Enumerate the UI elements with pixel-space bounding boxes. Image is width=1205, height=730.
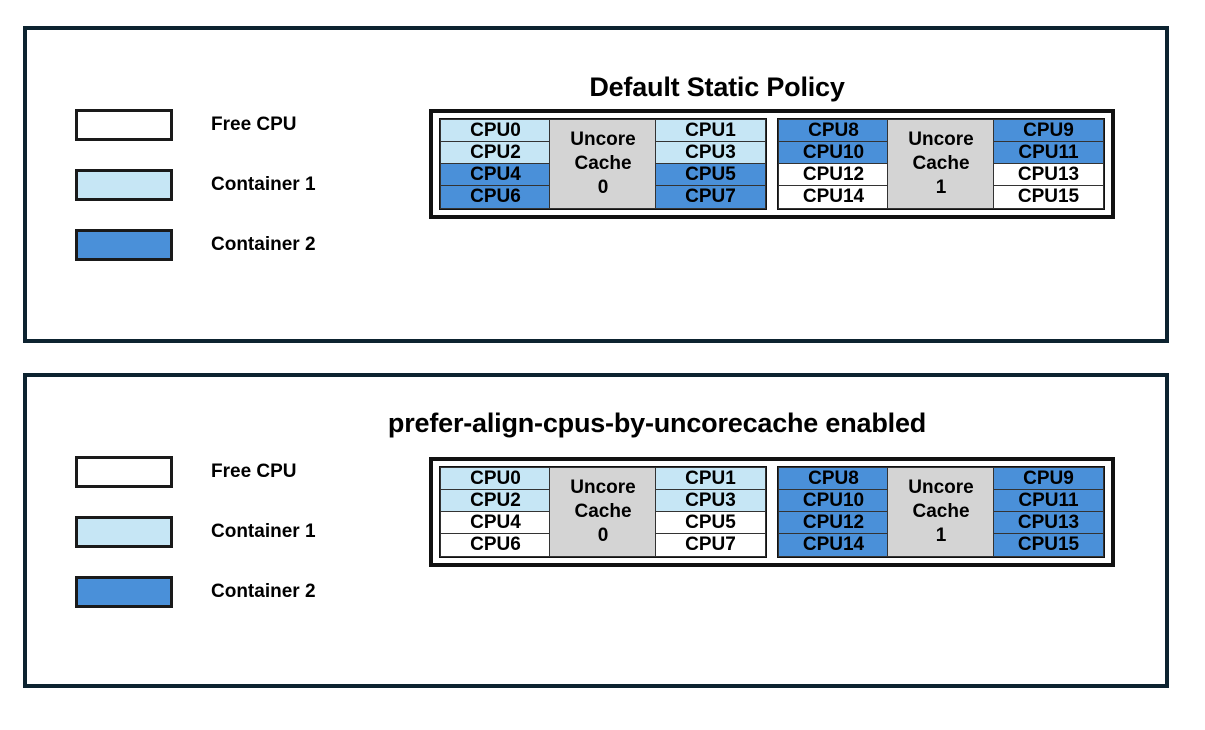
legend-swatch-container-2 [75, 576, 173, 608]
cpu-cell: CPU13 [993, 163, 1104, 187]
uncore-cache-group-0: CPU0 CPU2 CPU4 CPU6 Uncore Cache 0 CPU1 … [439, 466, 767, 558]
legend-item-free-cpu: Free CPU [75, 109, 316, 141]
uncore-cache-index: 0 [597, 176, 609, 198]
legend-swatch-container-2 [75, 229, 173, 261]
cpu-cell: CPU15 [993, 185, 1104, 209]
uncore-cache-index: 0 [597, 524, 609, 546]
cpu-topology-diagram: CPU0 CPU2 CPU4 CPU6 Uncore Cache 0 CPU1 … [429, 109, 1115, 219]
cpu-column-left: CPU8 CPU10 CPU12 CPU14 [778, 467, 889, 557]
cpu-cell: CPU6 [440, 533, 551, 557]
legend-swatch-free-cpu [75, 456, 173, 488]
legend-item-container-2: Container 2 [75, 229, 316, 261]
cpu-column-right: CPU1 CPU3 CPU5 CPU7 [655, 119, 766, 209]
legend-swatch-free-cpu [75, 109, 173, 141]
legend-label-container-2: Container 2 [211, 234, 316, 255]
cpu-cell: CPU9 [993, 119, 1104, 143]
cpu-column-right: CPU1 CPU3 CPU5 CPU7 [655, 467, 766, 557]
legend-label-free-cpu: Free CPU [211, 114, 297, 135]
cpu-cell: CPU7 [655, 185, 766, 209]
legend-item-container-2: Container 2 [75, 576, 316, 608]
panel-title: prefer-align-cpus-by-uncorecache enabled [387, 408, 927, 438]
cpu-cell: CPU14 [778, 533, 889, 557]
cpu-cell: CPU14 [778, 185, 889, 209]
cpu-column-left: CPU0 CPU2 CPU4 CPU6 [440, 467, 551, 557]
cpu-cell: CPU15 [993, 533, 1104, 557]
cpu-cell: CPU13 [993, 511, 1104, 535]
legend-bottom: Free CPU Container 1 Container 2 [75, 456, 316, 608]
cpu-cell: CPU0 [440, 467, 551, 491]
uncore-cache-group-1: CPU8 CPU10 CPU12 CPU14 Uncore Cache 1 CP… [777, 466, 1105, 558]
uncore-cache-index: 1 [935, 176, 947, 198]
uncore-cache-line-1: Uncore [570, 477, 636, 499]
cpu-cell: CPU4 [440, 511, 551, 535]
uncore-cache-label: Uncore Cache 0 [549, 467, 657, 557]
uncore-cache-label: Uncore Cache 1 [887, 467, 995, 557]
cpu-cell: CPU11 [993, 141, 1104, 165]
cpu-cell: CPU11 [993, 489, 1104, 513]
uncore-cache-line-1: Uncore [570, 129, 636, 151]
cpu-cell: CPU7 [655, 533, 766, 557]
cpu-cell: CPU2 [440, 489, 551, 513]
cpu-cell: CPU12 [778, 163, 889, 187]
uncore-cache-line-2: Cache [574, 501, 632, 523]
cpu-cell: CPU4 [440, 163, 551, 187]
cpu-cell: CPU2 [440, 141, 551, 165]
uncore-cache-group-1: CPU8 CPU10 CPU12 CPU14 Uncore Cache 1 CP… [777, 118, 1105, 210]
cpu-cell: CPU5 [655, 511, 766, 535]
cpu-cell: CPU3 [655, 489, 766, 513]
panel-prefer-align-cpus-by-uncorecache: prefer-align-cpus-by-uncorecache enabled… [23, 373, 1169, 688]
cpu-cell: CPU10 [778, 489, 889, 513]
cpu-column-right: CPU9 CPU11 CPU13 CPU15 [993, 119, 1104, 209]
cpu-column-right: CPU9 CPU11 CPU13 CPU15 [993, 467, 1104, 557]
uncore-cache-line-1: Uncore [908, 129, 974, 151]
uncore-cache-group-0: CPU0 CPU2 CPU4 CPU6 Uncore Cache 0 CPU1 … [439, 118, 767, 210]
legend-item-container-1: Container 1 [75, 169, 316, 201]
uncore-cache-line-2: Cache [912, 501, 970, 523]
cpu-cell: CPU5 [655, 163, 766, 187]
legend-label-free-cpu: Free CPU [211, 461, 297, 482]
uncore-cache-index: 1 [935, 524, 947, 546]
uncore-cache-label: Uncore Cache 1 [887, 119, 995, 209]
cpu-cell: CPU12 [778, 511, 889, 535]
cpu-topology-diagram: CPU0 CPU2 CPU4 CPU6 Uncore Cache 0 CPU1 … [429, 457, 1115, 567]
legend-swatch-container-1 [75, 516, 173, 548]
uncore-cache-line-2: Cache [574, 153, 632, 175]
cpu-column-left: CPU0 CPU2 CPU4 CPU6 [440, 119, 551, 209]
uncore-cache-line-1: Uncore [908, 477, 974, 499]
cpu-cell: CPU1 [655, 467, 766, 491]
cpu-cell: CPU0 [440, 119, 551, 143]
cpu-cell: CPU6 [440, 185, 551, 209]
legend-swatch-container-1 [75, 169, 173, 201]
legend-item-free-cpu: Free CPU [75, 456, 316, 488]
legend-label-container-2: Container 2 [211, 581, 316, 602]
legend-label-container-1: Container 1 [211, 174, 316, 195]
cpu-cell: CPU10 [778, 141, 889, 165]
legend-item-container-1: Container 1 [75, 516, 316, 548]
uncore-cache-line-2: Cache [912, 153, 970, 175]
cpu-cell: CPU3 [655, 141, 766, 165]
panel-title: Default Static Policy [589, 72, 845, 102]
legend-label-container-1: Container 1 [211, 521, 316, 542]
cpu-cell: CPU9 [993, 467, 1104, 491]
cpu-cell: CPU8 [778, 119, 889, 143]
cpu-column-left: CPU8 CPU10 CPU12 CPU14 [778, 119, 889, 209]
cpu-cell: CPU8 [778, 467, 889, 491]
cpu-cell: CPU1 [655, 119, 766, 143]
uncore-cache-label: Uncore Cache 0 [549, 119, 657, 209]
panel-default-static-policy: Default Static Policy Free CPU Container… [23, 26, 1169, 343]
legend-top: Free CPU Container 1 Container 2 [75, 109, 316, 261]
